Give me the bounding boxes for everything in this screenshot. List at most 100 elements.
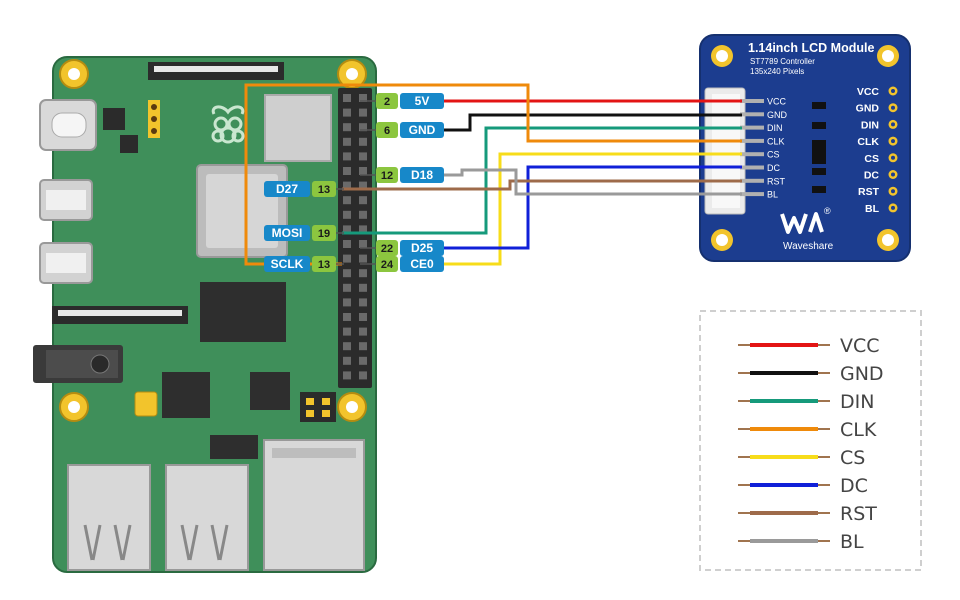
- connector-pin: [740, 138, 764, 143]
- mounting-hole-icon: [337, 392, 367, 422]
- usb-port: [67, 464, 151, 571]
- gpio-pin: [359, 152, 367, 161]
- side-pin-label: DC: [864, 170, 880, 182]
- gpio-pin: [359, 196, 367, 205]
- wire-din: [342, 126, 742, 235]
- gpio-pin: [359, 313, 367, 321]
- header-pins: [148, 100, 160, 138]
- side-pin-label: RST: [858, 186, 880, 198]
- connector-pin-label: CLK: [767, 136, 785, 146]
- gpio-pin: [359, 225, 367, 234]
- legend-label: GND: [840, 363, 884, 385]
- gpio-pin: [359, 167, 367, 175]
- gpio-pin: [359, 342, 367, 351]
- lcd-subtitle: ST7789 Controller: [750, 57, 815, 66]
- gpio-pin: [359, 137, 367, 146]
- pin-number: 2: [384, 96, 390, 108]
- ram-chip: [200, 282, 286, 342]
- pin-signal: SCLK: [271, 257, 304, 271]
- gpio-pin: [359, 327, 367, 336]
- connector-pin: [740, 178, 764, 183]
- gpio-pin: [343, 181, 351, 190]
- wire-bl: [436, 168, 742, 196]
- connector-pin-label: BL: [767, 190, 778, 200]
- pin-number: 6: [384, 125, 390, 137]
- gpio-pin: [359, 269, 367, 278]
- waveshare-logo-icon: ®: [780, 206, 831, 234]
- legend-item-clk: CLK: [738, 419, 877, 441]
- connector-pin-label: DIN: [767, 123, 783, 133]
- gpio-pin: [343, 371, 351, 380]
- gpio-pin: [343, 254, 351, 263]
- side-pin-label: VCC: [857, 86, 880, 98]
- pin-signal: D18: [411, 168, 433, 182]
- gpio-pin: [359, 94, 367, 102]
- gpio-pin: [359, 123, 367, 132]
- legend-item-rst: RST: [738, 503, 877, 525]
- legend-item-gnd: GND: [738, 363, 884, 385]
- side-pin-label: BL: [865, 203, 880, 215]
- mounting-hole-icon: [877, 229, 899, 251]
- legend-label: CS: [840, 447, 865, 469]
- mounting-hole-icon: [59, 59, 89, 89]
- gpio-pin: [359, 371, 367, 380]
- gpio-pin: [343, 152, 351, 161]
- gpio-pin: [359, 254, 367, 263]
- gpio-pin: [359, 283, 367, 292]
- gpio-pin: [359, 108, 367, 117]
- legend-label: RST: [840, 503, 877, 525]
- pin-signal: GND: [409, 123, 436, 137]
- legend-item-din: DIN: [738, 391, 874, 413]
- gpio-pin: [359, 181, 367, 190]
- connector-pin: [740, 112, 764, 117]
- gpio-pin: [343, 269, 351, 278]
- pin-label-5v: 2 5V: [360, 93, 444, 109]
- pin-signal: D27: [276, 182, 298, 196]
- legend-label: CLK: [840, 419, 877, 441]
- connector-pin: [740, 165, 764, 170]
- connector-pin-label: DC: [767, 163, 780, 173]
- wires: [244, 83, 742, 266]
- legend-label: DC: [840, 475, 868, 497]
- lcd-subtitle: 135x240 Pixels: [750, 67, 804, 76]
- legend-label: DIN: [840, 391, 874, 413]
- legend-item-cs: CS: [738, 447, 865, 469]
- gpio-pin: [343, 196, 351, 205]
- pin-signal: 5V: [415, 94, 430, 108]
- mounting-hole-icon: [711, 229, 733, 251]
- connector-pin-label: GND: [767, 110, 788, 120]
- wire-gnd: [436, 113, 742, 132]
- pin-number: 22: [381, 243, 393, 255]
- gpio-pin: [359, 210, 367, 219]
- side-pin-label: CLK: [857, 136, 879, 148]
- side-pin-label: GND: [856, 103, 880, 115]
- gpio-pin: [343, 298, 351, 307]
- raspberry-pi-logo-icon: [211, 105, 245, 144]
- connector-pin-label: CS: [767, 150, 780, 160]
- gpio-pin: [359, 240, 367, 248]
- connector-pin-label: VCC: [767, 97, 787, 107]
- pin-number: 19: [318, 228, 330, 240]
- gpio-header: [338, 88, 372, 388]
- gpio-pin: [343, 225, 351, 234]
- lcd-module: 1.14inch LCD Module ST7789 Controller 13…: [699, 34, 911, 262]
- registered-mark: ®: [824, 206, 831, 216]
- gpio-pin: [343, 210, 351, 219]
- gpio-pin: [343, 356, 351, 365]
- gpio-pin: [343, 313, 351, 321]
- wire-dc: [436, 165, 742, 250]
- wire-cs: [436, 152, 742, 266]
- connector-pin: [740, 192, 764, 197]
- connector-pin: [740, 152, 764, 157]
